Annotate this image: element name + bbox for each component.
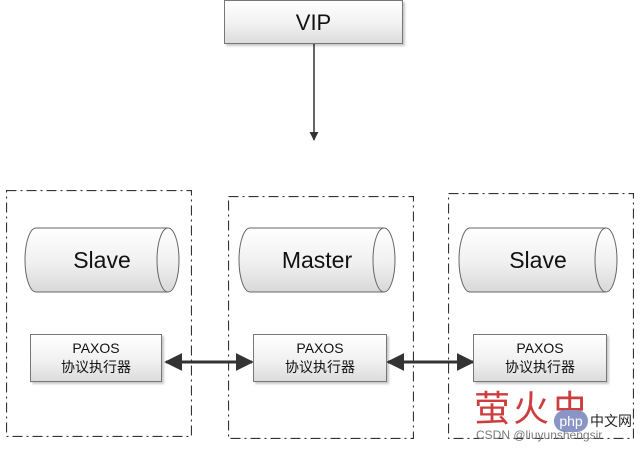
executor-line-1: PAXOS [72, 340, 120, 356]
database-cylinder-slave: Slave [24, 227, 180, 293]
paxos-executor-box: PAXOS 协议执行器 [473, 334, 607, 382]
executor-line-2: 协议执行器 [505, 360, 575, 376]
paxos-executor-box: PAXOS 协议执行器 [30, 334, 162, 382]
vip-label: VIP [295, 10, 332, 35]
node-group-slave-right: Slave PAXOS 协议执行器 [448, 193, 634, 439]
executor-line-2: 协议执行器 [285, 360, 355, 376]
executor-line-1: PAXOS [296, 340, 344, 356]
database-label: Slave [509, 246, 567, 273]
node-group-slave-left: Slave PAXOS 协议执行器 [6, 190, 192, 437]
vip-box: VIP [224, 0, 403, 44]
database-cylinder-master: Master [238, 227, 396, 293]
paxos-executor-box: PAXOS 协议执行器 [253, 334, 387, 382]
database-label: Slave [73, 246, 131, 273]
executor-line-1: PAXOS [516, 340, 564, 356]
executor-line-2: 协议执行器 [61, 360, 131, 376]
database-cylinder-slave: Slave [458, 227, 618, 293]
database-label: Master [281, 246, 353, 273]
node-group-master: Master PAXOS 协议执行器 [228, 196, 414, 439]
